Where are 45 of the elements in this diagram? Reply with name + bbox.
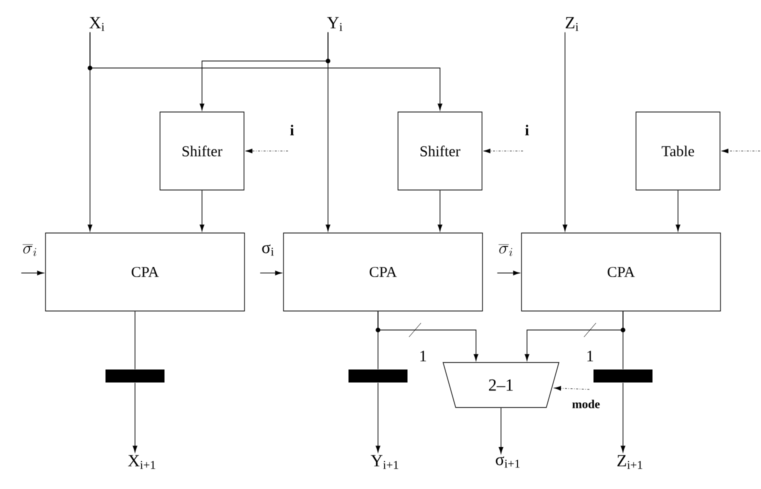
shifter-box: Shifter bbox=[398, 112, 482, 190]
adder-box: CPA bbox=[521, 232, 721, 312]
output-label: X$_{i+1}$ bbox=[128, 455, 156, 469]
wire bbox=[134, 311, 136, 370]
register-bar bbox=[106, 370, 164, 382]
arrow bbox=[620, 382, 626, 452]
multiplexer: 2–1 bbox=[442, 362, 560, 408]
arrow bbox=[260, 270, 282, 276]
shifter-box: Shifter bbox=[160, 112, 244, 190]
arrow bbox=[562, 32, 568, 232]
arrow bbox=[90, 32, 442, 110]
arrow bbox=[524, 311, 624, 361]
sign-label: σ$_{i}$ bbox=[262, 244, 274, 256]
adder-box: CPA bbox=[283, 232, 483, 312]
arrow bbox=[496, 270, 520, 276]
input-label: X$_{i}$ bbox=[89, 17, 104, 31]
edge-label: 1 bbox=[585, 350, 595, 362]
output-label: Z$_{i+1}$ bbox=[617, 455, 642, 469]
arrow bbox=[438, 190, 442, 232]
arrow bbox=[326, 32, 330, 232]
output-label: σ$_{i+1}$ bbox=[496, 456, 520, 468]
arrow bbox=[20, 270, 44, 276]
dashed-arrow bbox=[554, 386, 590, 391]
arrow bbox=[498, 408, 504, 454]
register-bar bbox=[594, 370, 652, 382]
edge-label: 1 bbox=[418, 350, 428, 362]
control-label: i bbox=[290, 124, 294, 136]
arrow bbox=[376, 382, 380, 452]
control-label: i bbox=[525, 124, 529, 136]
arrow bbox=[378, 311, 478, 361]
input-label: Y$_{i}$ bbox=[327, 17, 342, 31]
table-box: Table bbox=[636, 112, 720, 190]
dashed-arrow bbox=[245, 148, 288, 154]
control-label: mode bbox=[572, 400, 600, 408]
sign-label: $\overline{\sigma}_{i}$ bbox=[498, 244, 512, 256]
register-bar bbox=[348, 370, 408, 382]
dashed-arrow bbox=[721, 148, 760, 154]
arrow bbox=[676, 190, 680, 232]
adder-box: CPA bbox=[45, 232, 245, 312]
arrow bbox=[200, 190, 204, 232]
dashed-arrow bbox=[483, 148, 524, 154]
arrow bbox=[132, 382, 138, 452]
sign-label: $\overline{\sigma}_{i}$ bbox=[22, 244, 36, 256]
output-label: Y$_{i+1}$ bbox=[370, 455, 398, 469]
input-label: Z$_{i}$ bbox=[566, 17, 578, 31]
